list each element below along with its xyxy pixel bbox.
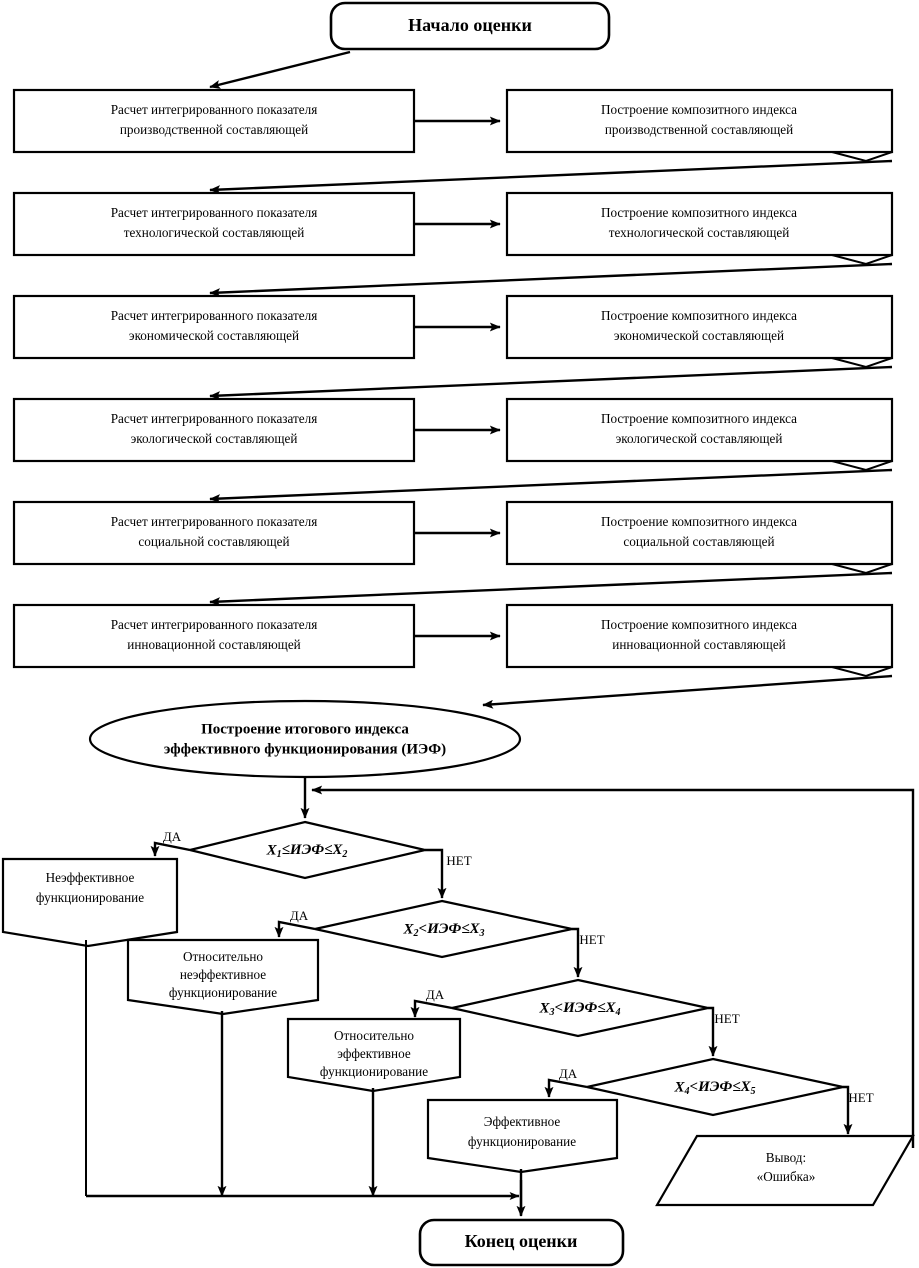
decision-4-label: X4<ИЭФ≤X5	[674, 1079, 756, 1097]
arrow-decision3-no	[708, 1006, 718, 1057]
decision-diamond-3	[451, 978, 709, 1038]
connector-row1-to-row2-seg1	[831, 151, 893, 163]
result-4-line2: функционирование	[468, 1134, 576, 1149]
process-right-6-line2: инновационной составляющей	[612, 637, 785, 652]
process-box-right-6	[505, 603, 894, 669]
decision-1-no-label: НЕТ	[446, 853, 471, 868]
result-4-line1: Эффективное	[484, 1114, 561, 1129]
arrow-row1-to-row2	[209, 159, 893, 195]
result-2-line1: Относительно	[183, 949, 263, 964]
decision-3-yes-label: ДА	[426, 987, 445, 1002]
process-left-3-line2: экономической составляющей	[129, 328, 299, 343]
arrow-row6-to-final-index	[482, 674, 893, 709]
decision-2-no-label: НЕТ	[579, 932, 604, 947]
arrow-decision4-no	[843, 1085, 853, 1135]
process-left-2-line1: Расчет интегрированного показателя	[111, 205, 318, 220]
start-terminator	[329, 1, 611, 51]
decision-3-no-label: НЕТ	[714, 1011, 739, 1026]
process-box-right-2	[505, 191, 894, 257]
result-box-4	[426, 1098, 619, 1174]
process-box-left-6	[12, 603, 416, 669]
process-box-left-2	[12, 191, 416, 257]
decision-4-yes-label: ДА	[559, 1066, 578, 1081]
end-label: Конец оценки	[465, 1231, 578, 1251]
result-2-line3: функционирование	[169, 985, 277, 1000]
process-right-6-line1: Построение композитного индекса	[601, 617, 797, 632]
result-3-line1: Относительно	[334, 1028, 414, 1043]
process-right-5-line2: социальной составляющей	[623, 534, 774, 549]
process-left-4-line2: экологической составляющей	[131, 431, 298, 446]
process-left-6-line2: инновационной составляющей	[127, 637, 300, 652]
end-terminator	[418, 1218, 625, 1267]
decision-3-label: X3<ИЭФ≤X4	[539, 1000, 621, 1018]
final-index-line2: эффективного функционирования (ИЭФ)	[164, 741, 446, 757]
result-box-3	[286, 1017, 462, 1093]
process-left-4-line1: Расчет интегрированного показателя	[111, 411, 318, 426]
process-right-2-line1: Построение композитного индекса	[601, 205, 797, 220]
feedback-line-error-to-decision1	[311, 785, 915, 1148]
decision-1-label: X1≤ИЭФ≤X2	[266, 842, 348, 860]
process-left-5-line2: социальной составляющей	[138, 534, 289, 549]
process-right-3-line2: экономической составляющей	[614, 328, 784, 343]
process-right-2-line2: технологической составляющей	[609, 225, 790, 240]
decision-2-yes-label: ДА	[290, 908, 309, 923]
process-right-4-line2: экологической составляющей	[616, 431, 783, 446]
connector-row6-to-final-seg1	[831, 666, 893, 678]
process-left-1-line1: Расчет интегрированного показателя	[111, 102, 318, 117]
connector-row5-to-row6-seg1	[831, 563, 893, 575]
arrow-decision2-yes	[274, 920, 316, 938]
process-box-left-3	[12, 294, 416, 360]
connector-row3-to-row4-seg1	[831, 357, 893, 369]
process-box-right-1	[505, 88, 894, 154]
decision-4-no-label: НЕТ	[848, 1090, 873, 1105]
result-1-line1: Неэффективное	[46, 870, 135, 885]
process-left-3-line1: Расчет интегрированного показателя	[111, 308, 318, 323]
connector-row2-to-row3-seg1	[831, 254, 893, 266]
arrow-row4-to-row5	[209, 468, 893, 504]
process-right-4-line1: Построение композитного индекса	[601, 411, 797, 426]
process-box-left-4	[12, 397, 416, 463]
error-output-parallelogram	[655, 1134, 915, 1207]
arrow-decision3-yes	[410, 999, 453, 1018]
arrow-decision4-yes	[544, 1078, 588, 1098]
decision-diamond-2	[314, 899, 573, 959]
process-box-right-4	[505, 397, 894, 463]
process-left-6-line1: Расчет интегрированного показателя	[111, 617, 318, 632]
result-1-line2: функционирование	[36, 890, 144, 905]
decision-diamond-1	[189, 820, 426, 880]
arrow-row2-to-row3	[209, 262, 893, 298]
connector-row4-to-row5-seg1	[831, 460, 893, 472]
start-label: Начало оценки	[408, 15, 532, 35]
process-right-1-line2: производственной составляющей	[605, 122, 793, 137]
process-box-left-5	[12, 500, 416, 566]
process-right-3-line1: Построение композитного индекса	[601, 308, 797, 323]
decision-2-label: X2<ИЭФ≤X3	[403, 921, 485, 939]
process-right-1-line1: Построение композитного индекса	[601, 102, 797, 117]
process-left-2-line2: технологической составляющей	[124, 225, 305, 240]
decision-1-yes-label: ДА	[163, 829, 182, 844]
final-index-line1: Построение итогового индекса	[201, 721, 409, 737]
process-right-5-line1: Построение композитного индекса	[601, 514, 797, 529]
error-line1: Вывод:	[766, 1150, 806, 1165]
arrow-decision2-no	[572, 927, 583, 978]
arrow-row5-to-row6	[209, 571, 893, 607]
error-line2: «Ошибка»	[757, 1169, 816, 1184]
arrow-decision1-yes	[150, 841, 191, 857]
result-2-line2: неэффективное	[180, 967, 266, 982]
process-left-1-line2: производственной составляющей	[120, 122, 308, 137]
arrow-decision1-no	[425, 848, 447, 899]
process-box-right-3	[505, 294, 894, 360]
process-box-left-1	[12, 88, 416, 154]
result-3-line2: эффективное	[337, 1046, 411, 1061]
result-3-line3: функционирование	[320, 1064, 428, 1079]
process-left-5-line1: Расчет интегрированного показателя	[111, 514, 318, 529]
process-box-right-5	[505, 500, 894, 566]
decision-diamond-4	[586, 1057, 844, 1117]
arrow-row3-to-row4	[209, 365, 893, 401]
final-index-ellipse	[88, 699, 522, 779]
arrow-start-to-row1	[209, 50, 351, 89]
result-box-2	[126, 938, 320, 1016]
